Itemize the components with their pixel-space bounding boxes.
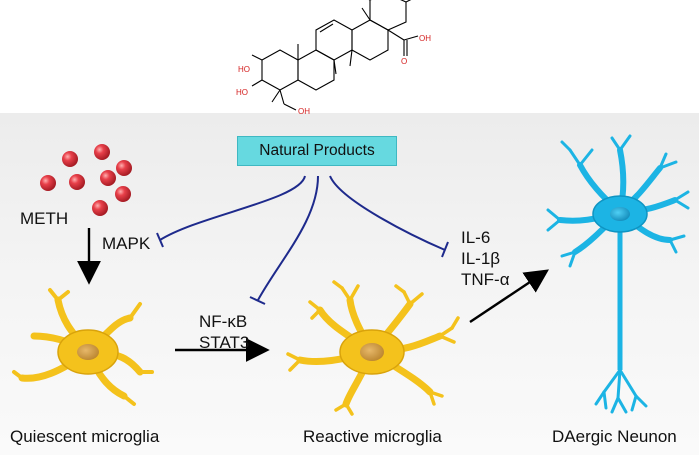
black-arrows	[77, 228, 549, 362]
natural-products-box: Natural Products	[237, 136, 397, 166]
stat3-label: STAT3	[199, 333, 250, 352]
mapk-label: MAPK	[102, 234, 151, 253]
reactive-microglia-label: Reactive microglia	[303, 427, 442, 446]
inhibition-lines	[156, 175, 449, 305]
meth-particles	[40, 144, 132, 216]
mol-cooh-o: O	[401, 57, 407, 66]
cytokine-il6: IL-6	[461, 228, 491, 247]
inhibit-mapk-line	[159, 175, 306, 241]
cytokine-il1b: IL-1β	[461, 249, 501, 268]
reactive-microglia-cell	[286, 280, 460, 416]
inhibit-cytokine-line	[329, 175, 446, 251]
molecule-structure	[251, 0, 419, 111]
mol-oh-bottom: OH	[298, 107, 310, 116]
arrow-neurotoxicity	[469, 269, 549, 323]
cytokine-labels: IL-6 IL-1β TNF-α	[461, 229, 510, 288]
daergic-neuron-cell	[546, 134, 690, 414]
mol-ho-2: HO	[236, 88, 248, 97]
transition-labels: NF-κB STAT3	[199, 313, 249, 351]
mol-cooh-oh: OH	[419, 34, 431, 43]
meth-label: METH	[20, 209, 69, 228]
molecule-labels: HO HO OH OH O	[236, 34, 431, 116]
inhibit-nfkb-line	[257, 175, 319, 301]
quiescent-microglia-cell	[12, 288, 154, 406]
natural-products-label: Natural Products	[259, 142, 375, 159]
quiescent-microglia-label: Quiescent microglia	[10, 427, 160, 446]
nfkb-label: NF-κB	[199, 312, 248, 331]
mol-ho-1: HO	[238, 65, 250, 74]
cytokine-tnfa: TNF-α	[461, 270, 510, 289]
daergic-neuron-label: DAergic Neunon	[552, 427, 677, 446]
